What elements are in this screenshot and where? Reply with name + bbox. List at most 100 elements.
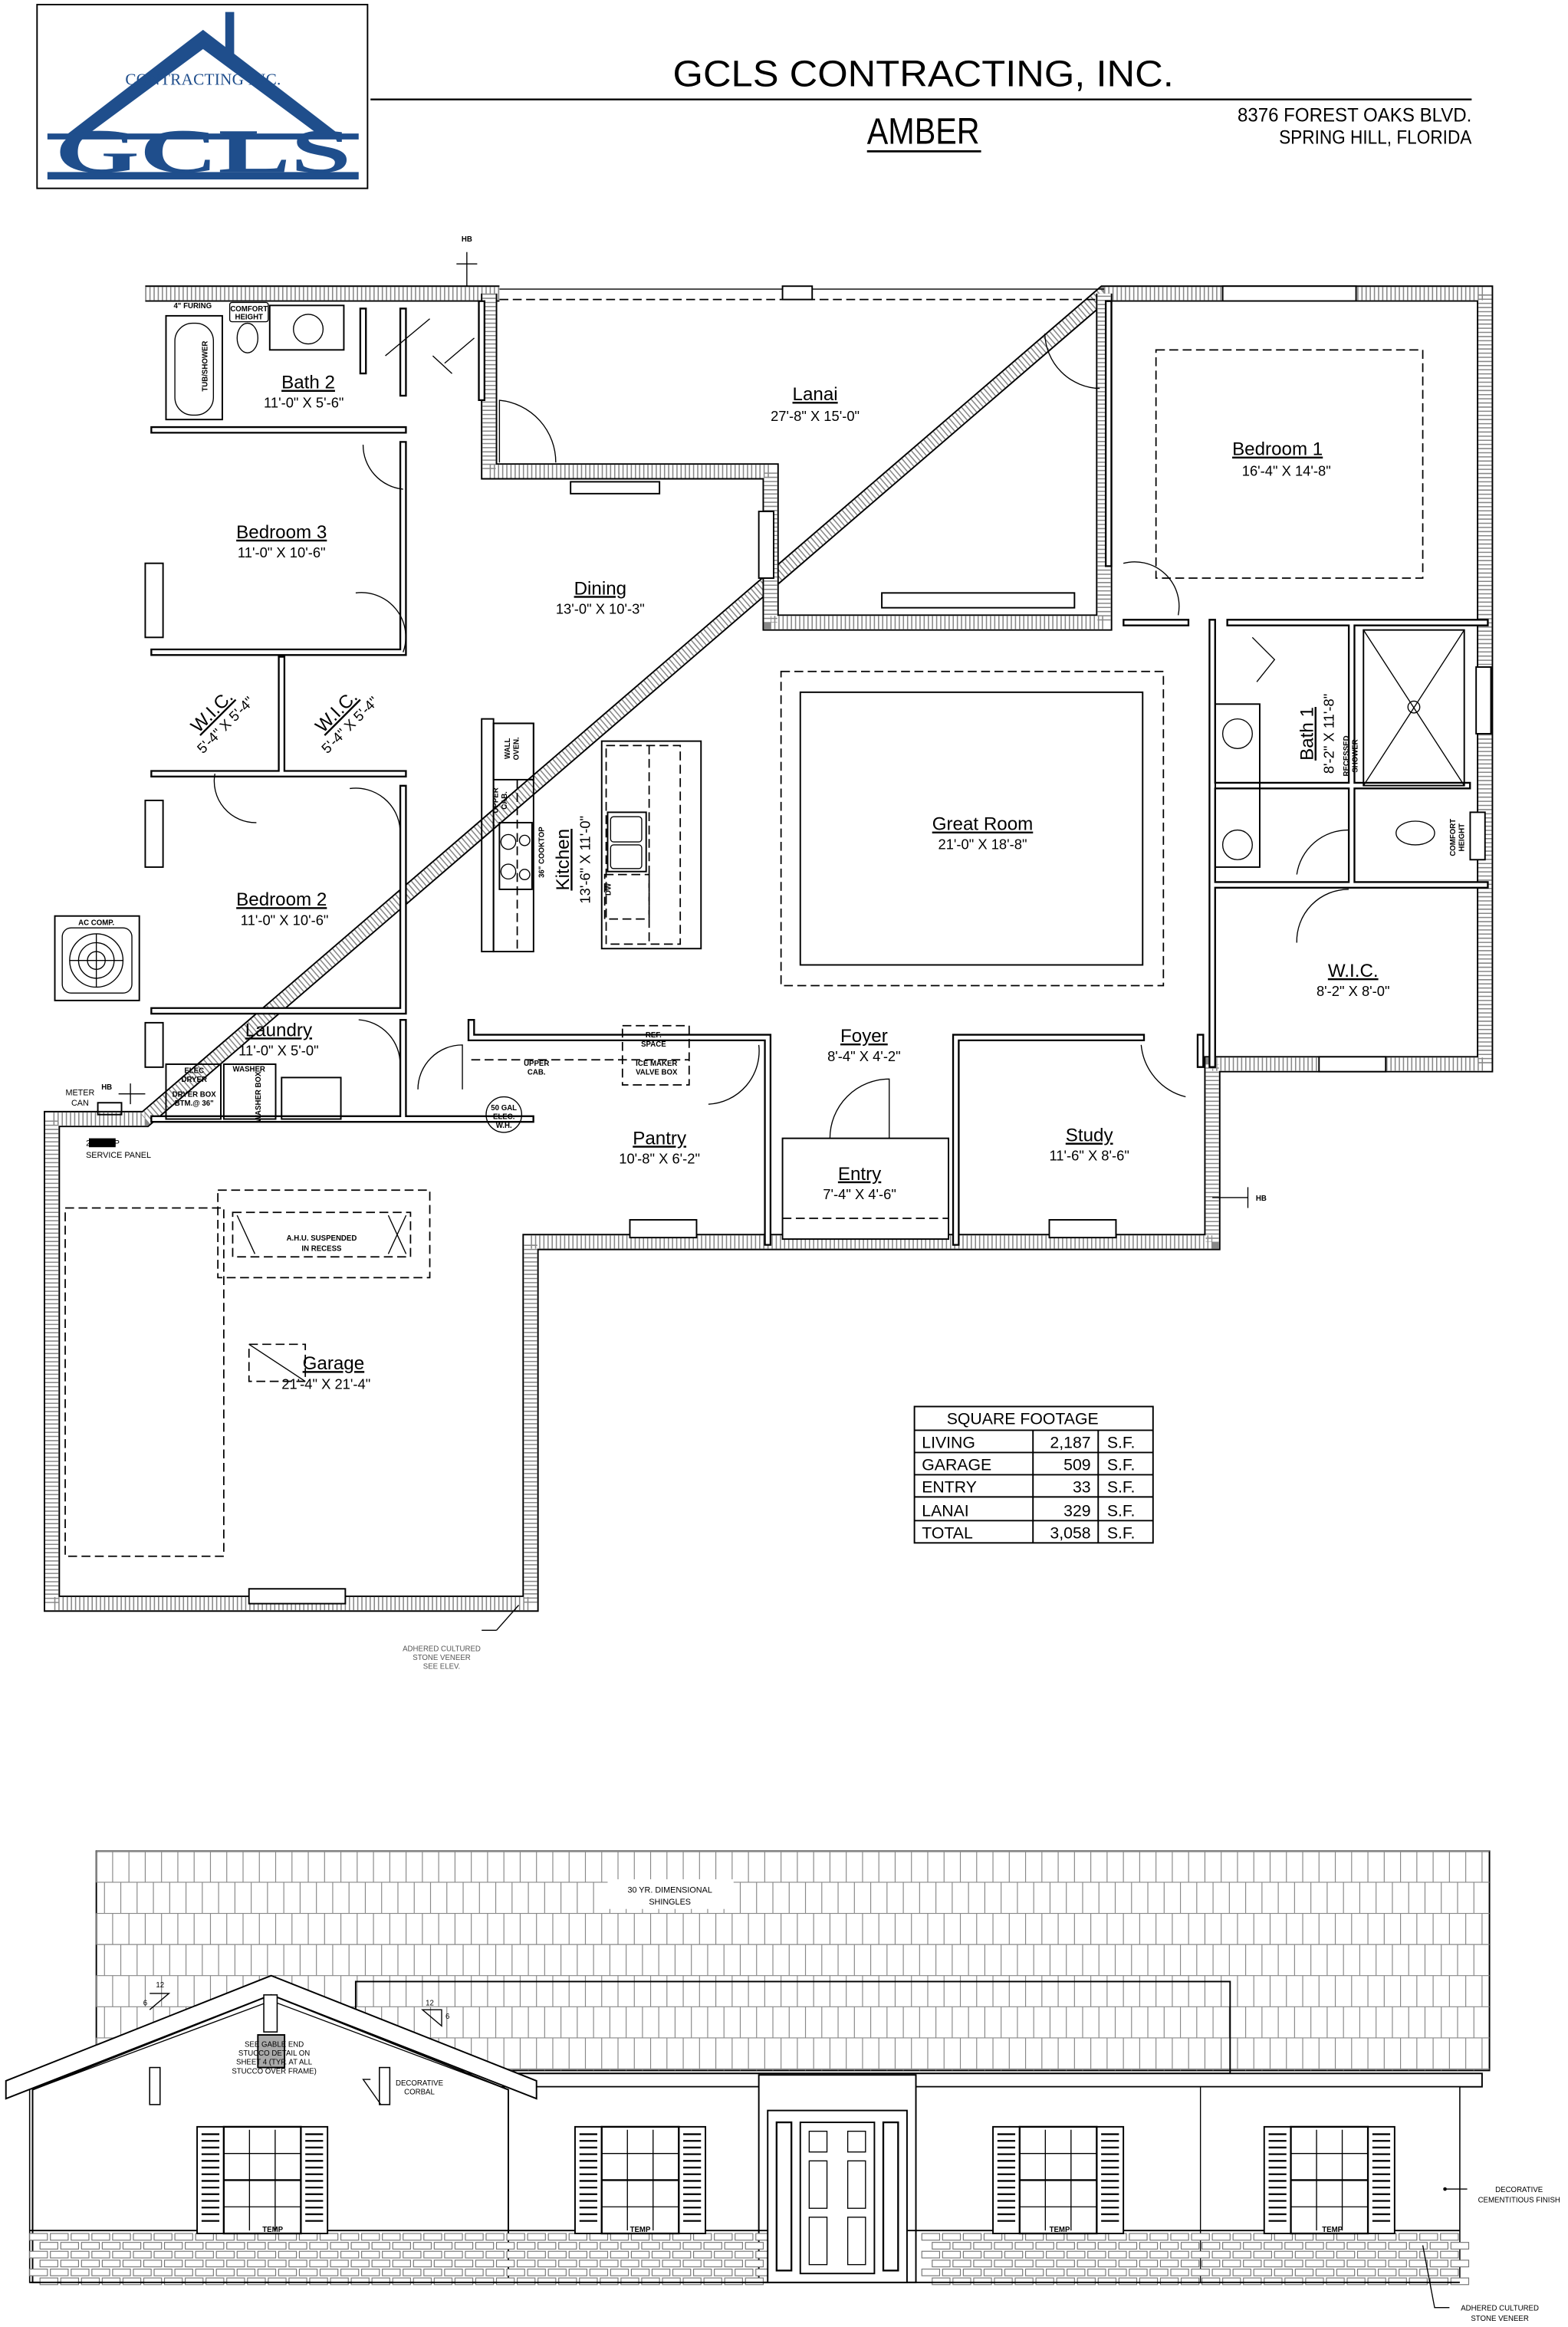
- svg-text:COMFORT: COMFORT: [1449, 819, 1458, 856]
- svg-text:8'-2" X 8'-0": 8'-2" X 8'-0": [1317, 983, 1390, 999]
- stone-block: [485, 2250, 505, 2259]
- stone-block: [1087, 2233, 1106, 2241]
- stone-block: [589, 2233, 609, 2241]
- stone-block: [942, 2233, 962, 2241]
- stone-block: [1326, 2277, 1345, 2286]
- svg-text:REF.: REF.: [646, 1031, 662, 1040]
- stone-block: [672, 2268, 692, 2276]
- svg-text:ELEC: ELEC: [184, 1067, 204, 1076]
- stone-block: [703, 2277, 722, 2286]
- stone-block: [942, 2268, 962, 2276]
- stone-block: [1170, 2250, 1189, 2259]
- stone-block: [651, 2268, 671, 2276]
- stone-block: [236, 2233, 256, 2241]
- window-temp-label: TEMP: [262, 2226, 283, 2234]
- windows: [144, 285, 1492, 1605]
- stone-block: [205, 2277, 225, 2286]
- stone-block: [630, 2250, 650, 2259]
- svg-text:Foyer: Foyer: [840, 1026, 888, 1047]
- stone-block: [215, 2268, 235, 2276]
- stone-block: [724, 2277, 743, 2286]
- stone-block: [1367, 2242, 1386, 2250]
- stone-block: [1284, 2242, 1303, 2250]
- svg-text:SERVICE PANEL: SERVICE PANEL: [86, 1151, 151, 1160]
- stone-block: [537, 2242, 557, 2250]
- stone-block: [101, 2277, 121, 2286]
- svg-text:4" FURING: 4" FURING: [173, 302, 212, 311]
- svg-text:11'-6" X 8'-6": 11'-6" X 8'-6": [1049, 1148, 1129, 1164]
- stone-block: [1118, 2242, 1138, 2250]
- stone-block: [350, 2260, 370, 2268]
- stone-block: [962, 2250, 982, 2259]
- stone-block: [1336, 2250, 1356, 2259]
- stone-block: [1024, 2250, 1044, 2259]
- window-with-shutters: [574, 2125, 707, 2235]
- room-master-wic: W.I.C.8'-2" X 8'-0": [1317, 961, 1390, 999]
- stone-block: [278, 2268, 297, 2276]
- svg-text:STUCCO DETAIL ON: STUCCO DETAIL ON: [238, 2049, 310, 2058]
- stone-block: [143, 2242, 163, 2250]
- stone-block: [1108, 2233, 1127, 2241]
- stone-block: [1305, 2260, 1324, 2268]
- stone-block: [1139, 2260, 1159, 2268]
- stone-block: [693, 2268, 712, 2276]
- svg-text:200 AMP: 200 AMP: [86, 1139, 120, 1148]
- svg-text:WASHER: WASHER: [233, 1066, 265, 1074]
- svg-text:Laundry: Laundry: [245, 1020, 313, 1040]
- svg-text:10'-8" X 6'-2": 10'-8" X 6'-2": [619, 1151, 700, 1167]
- stone-block: [641, 2242, 660, 2250]
- stone-block: [112, 2268, 131, 2276]
- svg-text:SHINGLES: SHINGLES: [649, 1898, 691, 1907]
- stone-block: [153, 2250, 173, 2259]
- svg-text:Bath 2: Bath 2: [281, 373, 335, 393]
- svg-text:Bath 1: Bath 1: [1297, 707, 1318, 761]
- stone-block: [247, 2242, 266, 2250]
- stone-block: [1356, 2250, 1376, 2259]
- svg-text:TUB/SHOWER: TUB/SHOWER: [202, 341, 210, 392]
- svg-text:CAB.: CAB.: [501, 791, 509, 810]
- stone-block: [29, 2250, 48, 2259]
- stone-block: [1399, 2250, 1418, 2259]
- stone-block: [1159, 2260, 1179, 2268]
- stone-block: [1284, 2260, 1303, 2268]
- stone-block: [81, 2260, 100, 2268]
- stone-block: [1222, 2242, 1241, 2250]
- stone-block: [932, 2260, 951, 2268]
- stone-block: [1118, 2260, 1138, 2268]
- svg-text:SEE GABLE END: SEE GABLE END: [245, 2041, 304, 2049]
- stone-block: [1191, 2233, 1210, 2241]
- stone-block: [682, 2242, 702, 2250]
- stone-block: [1305, 2242, 1324, 2250]
- stone-block: [29, 2268, 48, 2276]
- svg-text:11'-0" X 5'-6": 11'-0" X 5'-6": [264, 395, 344, 411]
- svg-text:36" COOKTOP: 36" COOKTOP: [537, 827, 546, 878]
- stone-block: [1243, 2260, 1262, 2268]
- stone-block: [122, 2277, 142, 2286]
- stone-block: [1440, 2233, 1459, 2241]
- stone-block: [1056, 2277, 1075, 2286]
- svg-text:S.F.: S.F.: [1107, 1502, 1136, 1520]
- stone-block: [735, 2233, 754, 2241]
- plumbing-fixtures: [165, 304, 1465, 1133]
- stone-block: [600, 2260, 619, 2268]
- svg-text:OVEN.: OVEN.: [513, 737, 521, 760]
- stone-block: [1149, 2233, 1169, 2241]
- stone-block: [994, 2260, 1013, 2268]
- stone-block: [392, 2242, 411, 2250]
- stone-block: [1253, 2250, 1273, 2259]
- svg-text:S.F.: S.F.: [1107, 1524, 1136, 1543]
- stone-block: [1294, 2268, 1314, 2276]
- stone-block: [371, 2260, 390, 2268]
- stone-block: [662, 2277, 681, 2286]
- svg-text:STUCCO OVER FRAME): STUCCO OVER FRAME): [232, 2067, 317, 2076]
- stone-block: [143, 2260, 163, 2268]
- stone-block: [547, 2250, 567, 2259]
- stone-block: [382, 2268, 401, 2276]
- stone-block: [340, 2250, 360, 2259]
- stone-block: [71, 2233, 90, 2241]
- stone-block: [319, 2268, 339, 2276]
- stone-block: [537, 2260, 557, 2268]
- window-temp-label: TEMP: [1050, 2226, 1070, 2234]
